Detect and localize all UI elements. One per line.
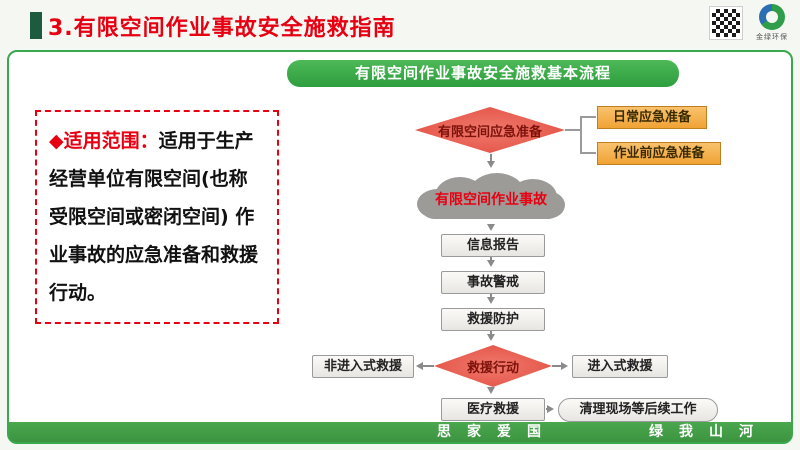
- logo-caption: 金绿环保: [756, 33, 788, 41]
- footer-slogan-left: 思家爱国: [437, 424, 557, 440]
- flowchart-title-banner: 有限空间作业事故安全施救基本流程: [287, 60, 679, 87]
- accident-warning-box: 事故警戒: [441, 271, 545, 294]
- rescue-protection-box: 救援防护: [441, 308, 545, 331]
- non-entry-rescue-box: 非进入式救援: [312, 355, 414, 378]
- flow-arrow-right: [552, 362, 568, 370]
- scope-label: 适用范围：: [63, 130, 159, 152]
- content-frame: 有限空间作业事故安全施救基本流程 ◆适用范围：适用于生产经营单位有限空间(也称受…: [7, 50, 793, 444]
- entry-rescue-box: 进入式救援: [572, 355, 668, 378]
- flow-arrow-down: [487, 224, 495, 231]
- daily-preparation-box: 日常应急准备: [597, 106, 707, 129]
- flow-arrow-down: [487, 154, 495, 168]
- medical-rescue-box: 医疗救援: [441, 398, 545, 421]
- scope-body: 适用于生产经营单位有限空间(也称受限空间或密闭空间) 作业事故的应急准备和救援行…: [49, 130, 259, 304]
- flow-arrow-right: [546, 405, 554, 413]
- pre-work-preparation-box: 作业前应急准备: [597, 142, 721, 165]
- accident-cloud-label: 有限空间作业事故: [435, 192, 547, 208]
- qr-code-icon: [709, 6, 743, 40]
- bracket-line: [580, 116, 596, 118]
- flow-arrow-down: [487, 257, 495, 267]
- header: 3.有限空间作业事故安全施救指南 金绿环保: [0, 0, 800, 50]
- scope-text-box: ◆适用范围：适用于生产经营单位有限空间(也称受限空间或密闭空间) 作业事故的应急…: [35, 110, 279, 324]
- bracket-line: [580, 152, 596, 154]
- company-logo: 金绿环保: [752, 4, 792, 48]
- prepare-decision-diamond: 有限空间应急准备: [415, 107, 565, 153]
- accident-cloud: 有限空间作业事故: [417, 173, 565, 225]
- logo-mark-icon: [759, 4, 785, 30]
- flow-arrow-down: [487, 294, 495, 304]
- bracket-line: [565, 129, 580, 131]
- flow-arrow-left: [416, 362, 434, 370]
- bracket-line: [580, 117, 582, 154]
- footer-slogan-right: 绿我山河: [649, 424, 769, 440]
- page-title: 3.有限空间作业事故安全施救指南: [48, 16, 396, 41]
- cloud-shape: [421, 193, 561, 219]
- cleanup-followup-box: 清理现场等后续工作: [558, 398, 718, 422]
- rescue-decision-diamond: 救援行动: [434, 345, 552, 387]
- scope-bullet: ◆: [49, 130, 64, 152]
- info-report-box: 信息报告: [441, 234, 545, 257]
- title-accent-bar: [30, 12, 42, 39]
- flow-arrow-down: [487, 387, 495, 394]
- flow-arrow-down: [487, 331, 495, 341]
- footer-bar: [9, 422, 791, 442]
